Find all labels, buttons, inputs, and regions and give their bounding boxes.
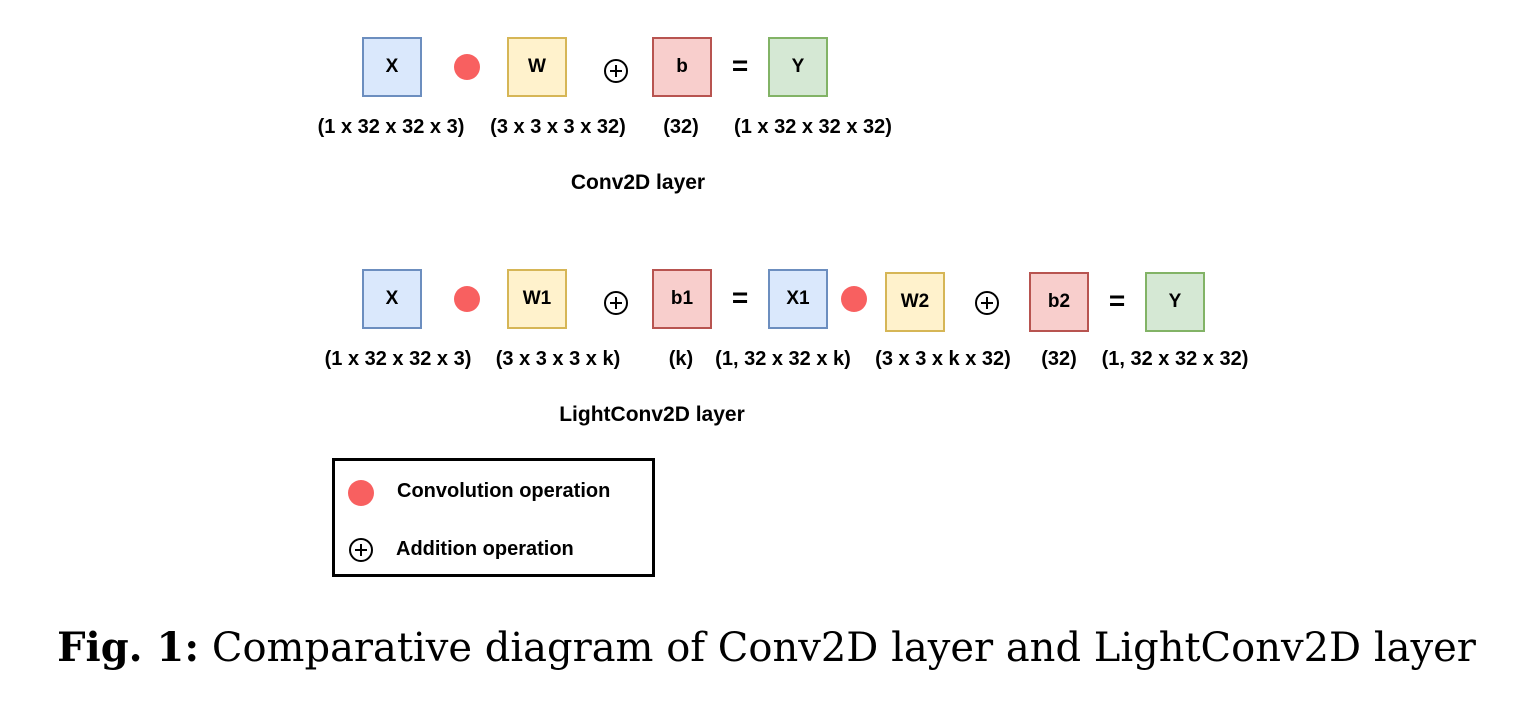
equals-sign: = [731,50,749,81]
conv2d-weight-w-box: W [507,37,567,97]
conv2d-input-dim: (1 x 32 x 32 x 3) [317,116,465,138]
legend-convolution-label: Convolution operation [397,480,611,502]
lightconv2d-bias2-dim: (32) [1041,348,1077,370]
lightconv2d-bias-b2-box: b2 [1029,272,1089,332]
caption-label: Fig. 1: [57,624,200,671]
legend: Convolution operation Addition operation [332,458,655,577]
lightconv2d-weight2-dim: (3 x 3 x k x 32) [875,348,1011,370]
conv2d-output-y-box: Y [768,37,828,97]
addition-icon [975,291,999,315]
convolution-icon [454,54,480,80]
lightconv2d-intermediate-x1-box: X1 [768,269,828,329]
figure-caption: Fig. 1: Comparative diagram of Conv2D la… [0,620,1533,676]
equals-sign: = [1108,285,1126,316]
lightconv2d-weight-w2-box: W2 [885,272,945,332]
conv2d-bias-b-box: b [652,37,712,97]
lightconv2d-weight-w1-box: W1 [507,269,567,329]
addition-icon [349,538,373,562]
conv2d-weight-dim: (3 x 3 x 3 x 32) [490,116,626,138]
equals-sign: = [731,282,749,313]
caption-text: Comparative diagram of Conv2D layer and … [211,625,1476,671]
convolution-icon [841,286,867,312]
lightconv2d-intermediate-dim: (1, 32 x 32 x k) [715,348,851,370]
lightconv2d-bias1-dim: (k) [668,348,694,370]
lightconv2d-weight1-dim: (3 x 3 x 3 x k) [495,348,621,370]
lightconv2d-layer-title: LightConv2D layer [559,403,745,426]
lightconv2d-output-dim: (1, 32 x 32 x 32) [1101,348,1249,370]
lightconv2d-input-x-box: X [362,269,422,329]
convolution-icon [348,480,374,506]
lightconv2d-output-y-box: Y [1145,272,1205,332]
lightconv2d-bias-b1-box: b1 [652,269,712,329]
conv2d-output-dim: (1 x 32 x 32 x 32) [734,116,892,138]
convolution-icon [454,286,480,312]
lightconv2d-input-dim: (1 x 32 x 32 x 3) [324,348,472,370]
legend-addition-label: Addition operation [396,538,574,560]
addition-icon [604,291,628,315]
conv2d-bias-dim: (32) [663,116,699,138]
conv2d-layer-title: Conv2D layer [570,171,706,194]
conv2d-input-x-box: X [362,37,422,97]
addition-icon [604,59,628,83]
